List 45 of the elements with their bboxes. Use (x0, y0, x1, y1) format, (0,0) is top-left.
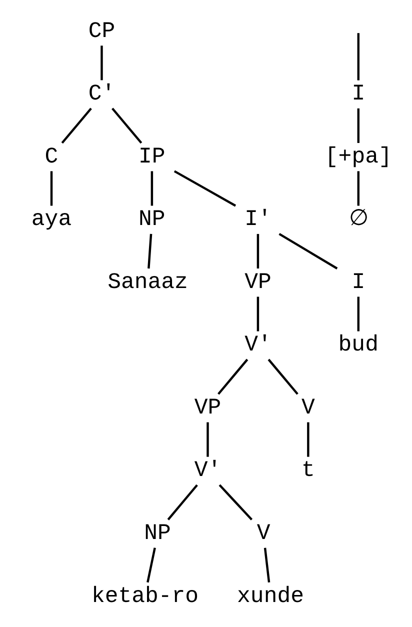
node-text: I (352, 268, 366, 294)
node-text: xunde (237, 582, 304, 608)
connector (112, 107, 142, 144)
connector (357, 296, 360, 331)
node-text: NP (144, 520, 171, 546)
node-text: bud (338, 331, 378, 358)
node-text: ketab-ro (91, 582, 198, 608)
node-text: C′ (88, 80, 116, 106)
connector (278, 232, 338, 269)
node-text: V′ (244, 331, 272, 358)
node-text: [+pa] (324, 142, 392, 169)
node-text: ∅ (348, 206, 368, 232)
connector (218, 484, 253, 520)
connector (256, 233, 260, 268)
connector (218, 358, 248, 394)
node-text: Sanaaz (108, 268, 188, 294)
node-text: I′ (244, 206, 272, 232)
node-text: aya (31, 206, 72, 232)
node-text: VP (244, 268, 272, 294)
connector (268, 358, 298, 394)
node-text: I (352, 80, 366, 106)
connector (206, 422, 209, 456)
node-text: CP (88, 17, 116, 44)
connector (357, 108, 360, 142)
node-text: V (256, 520, 270, 546)
node-text: V′ (194, 456, 222, 483)
connector (150, 170, 154, 206)
connector (357, 32, 360, 80)
connector (167, 484, 198, 520)
connector (146, 547, 156, 582)
connector (50, 170, 53, 206)
connector (174, 170, 236, 206)
node-text: V (301, 394, 315, 420)
connector (61, 107, 92, 144)
connector (307, 422, 310, 456)
node-text: NP (138, 206, 166, 232)
node-text: IP (138, 142, 166, 169)
node-text: VP (194, 394, 222, 420)
connector (100, 45, 103, 80)
connector (357, 170, 360, 206)
connector (148, 233, 152, 268)
node-text: t (301, 456, 315, 483)
connector (256, 296, 260, 331)
node-text: C (44, 142, 58, 169)
connector (264, 547, 270, 582)
